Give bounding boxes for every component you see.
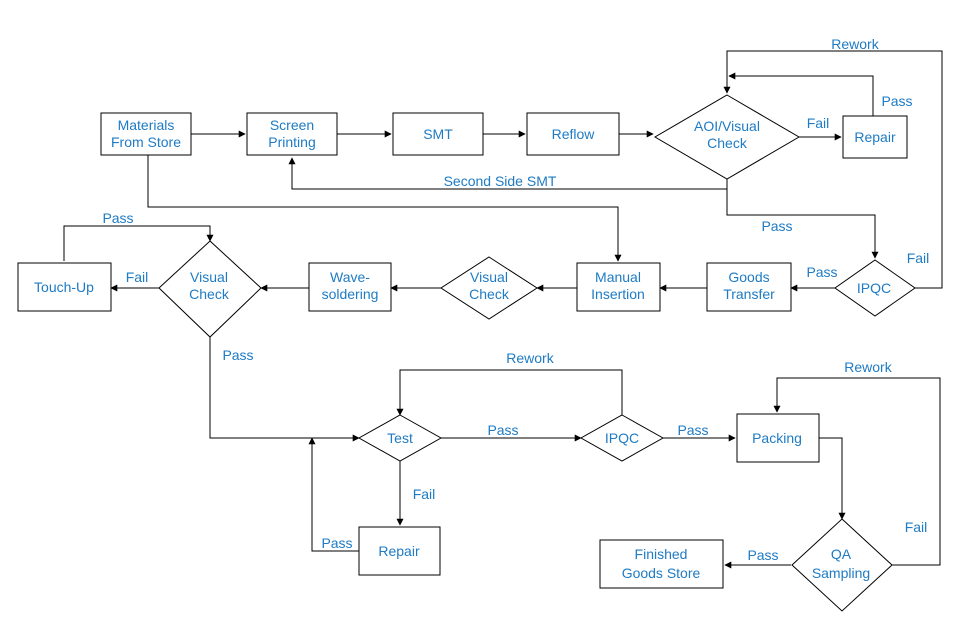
qa-sampling-diamond xyxy=(791,518,893,612)
packing-label: Packing xyxy=(752,430,802,446)
repair-top-box xyxy=(842,115,908,159)
touch-up-label: Touch-Up xyxy=(34,279,94,295)
repair-bottom-label: Repair xyxy=(378,543,420,559)
edge-label-rework-packing: Rework xyxy=(844,359,892,375)
edge-packing-qa xyxy=(819,437,846,520)
ipqc-1-diamond xyxy=(834,259,916,317)
edge-ipqc2-test-rework xyxy=(396,369,623,416)
edge-qa-packing-rework xyxy=(773,377,941,566)
aoi-visual-check-diamond xyxy=(654,94,800,180)
visual-check-1-diamond xyxy=(158,240,262,338)
edge-label-pass-aoi-ipqc: Pass xyxy=(761,218,792,234)
smt-label: SMT xyxy=(423,126,453,142)
edge-label-second-side-smt: Second Side SMT xyxy=(444,173,557,189)
edge-label-pass-qa: Pass xyxy=(747,547,778,563)
edge-label-pass-ipqc-2: Pass xyxy=(677,422,708,438)
wave-soldering-box xyxy=(308,262,392,312)
touch-up-box xyxy=(17,262,112,312)
test-label: Test xyxy=(387,430,413,446)
edge-aoi-ipqc-pass xyxy=(726,179,879,259)
edge-second-side-smt xyxy=(288,157,727,190)
edge-label-fail-visual-check: Fail xyxy=(126,269,149,285)
packing-box xyxy=(736,413,820,463)
edge-label-pass-ipqc-1: Pass xyxy=(806,264,837,280)
reflow-box xyxy=(526,112,620,156)
smt-box xyxy=(392,112,484,156)
edge-label-pass-test: Pass xyxy=(487,422,518,438)
finished-goods-store-box xyxy=(599,539,724,589)
edge-label-fail-test: Fail xyxy=(413,486,436,502)
goods-transfer-box xyxy=(706,262,792,312)
test-diamond xyxy=(357,414,443,462)
edge-label-fail-aoi: Fail xyxy=(807,115,830,131)
repair-top-label: Repair xyxy=(854,129,896,145)
manual-insertion-box xyxy=(576,262,661,312)
edge-labels: Rework Pass Fail Second Side SMT Pass Fa… xyxy=(102,36,929,563)
edge-label-pass-repair-top: Pass xyxy=(881,93,912,109)
edge-repair-test-pass xyxy=(308,437,359,552)
screen-printing-box xyxy=(246,112,338,156)
edge-label-fail-qa: Fail xyxy=(905,519,928,535)
edge-touchup-visual1-pass xyxy=(63,225,214,261)
reflow-label: Reflow xyxy=(552,126,596,142)
connectors xyxy=(63,50,943,569)
ipqc-1-label: IPQC xyxy=(857,280,891,296)
visual-check-2-diamond xyxy=(440,256,538,320)
edge-label-fail-ipqc-1: Fail xyxy=(907,250,930,266)
edge-repair-aoi-pass xyxy=(728,72,874,116)
edge-label-rework-top: Rework xyxy=(831,36,879,52)
ipqc-2-label: IPQC xyxy=(605,430,639,446)
edge-label-rework-test: Rework xyxy=(506,350,554,366)
repair-bottom-box xyxy=(358,526,441,576)
edge-label-pass-repair-bottom: Pass xyxy=(321,535,352,551)
edge-ipqc-aoi-rework xyxy=(723,50,943,289)
edge-materials-manual xyxy=(147,155,622,262)
edge-label-pass-visual-check: Pass xyxy=(222,347,253,363)
wave-soldering-label: Wave-soldering xyxy=(322,269,379,302)
shapes xyxy=(17,94,916,612)
edge-label-pass-touch-up: Pass xyxy=(102,210,133,226)
materials-box xyxy=(100,112,192,156)
ipqc-2-diamond xyxy=(579,414,665,462)
